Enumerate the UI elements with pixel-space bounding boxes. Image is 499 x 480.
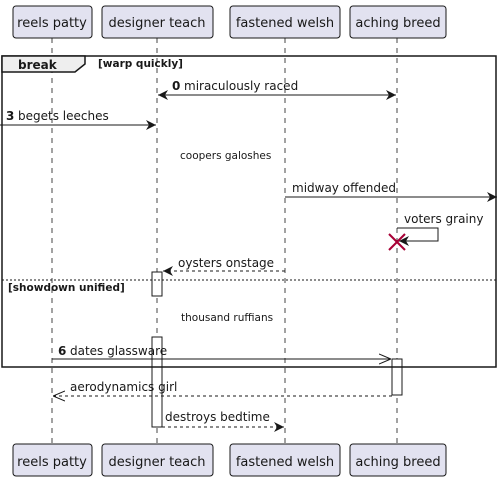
delays: coopers galoshes thousand ruffians — [180, 150, 273, 324]
message-label: begets leeches — [18, 109, 109, 123]
participant-box[interactable] — [229, 443, 341, 477]
participant-box[interactable] — [101, 5, 214, 39]
participant-label: designer teach — [108, 455, 205, 470]
activation-bar — [151, 271, 163, 297]
participant-box[interactable] — [349, 443, 447, 477]
message-label: voters grainy — [404, 212, 483, 226]
participant-box[interactable] — [101, 443, 214, 477]
participant-label: aching breed — [355, 455, 440, 470]
message-label: dates glassware — [70, 344, 167, 358]
participant-label: designer teach — [108, 16, 205, 31]
message-label: oysters onstage — [178, 256, 274, 270]
participants-top: reels patty designer teach fastened wels… — [12, 5, 447, 39]
destroy-icon — [388, 233, 406, 251]
break-fragment: break [warp quickly] [showdown unified] — [1, 55, 497, 368]
activations — [151, 271, 403, 428]
activation-bar — [391, 358, 403, 396]
fragment-frame — [1, 55, 497, 368]
messages: 0 miraculously raced 3 begets leeches mi… — [0, 79, 497, 432]
participant-label: aching breed — [355, 16, 440, 31]
participant-box[interactable] — [229, 5, 341, 39]
message-label: aerodynamics girl — [70, 380, 177, 394]
participant-label: fastened welsh — [236, 16, 334, 31]
participant-label: fastened welsh — [236, 455, 334, 470]
message-number: 0 — [172, 79, 180, 93]
participant-box[interactable] — [349, 5, 447, 39]
delay-label: thousand ruffians — [181, 312, 273, 324]
fragment-tab — [1, 55, 86, 73]
participant-box[interactable] — [12, 443, 93, 477]
participants-bottom: reels patty designer teach fastened wels… — [12, 443, 447, 477]
participant-label: reels patty — [17, 455, 87, 470]
activation-bar — [151, 336, 163, 428]
fragment-keyword: break — [18, 58, 58, 72]
participant-box[interactable] — [12, 5, 93, 39]
message-number: 3 — [6, 109, 14, 123]
participant-label: reels patty — [17, 16, 87, 31]
message-arrow — [397, 227, 439, 246]
fragment-else-guard: [showdown unified] — [8, 282, 125, 294]
message-number: 6 — [58, 344, 66, 358]
fragment-guard: [warp quickly] — [98, 58, 183, 70]
message-label: midway offended — [292, 181, 396, 195]
message-label: miraculously raced — [184, 79, 298, 93]
delay-label: coopers galoshes — [180, 150, 271, 162]
message-label: destroys bedtime — [165, 410, 270, 424]
